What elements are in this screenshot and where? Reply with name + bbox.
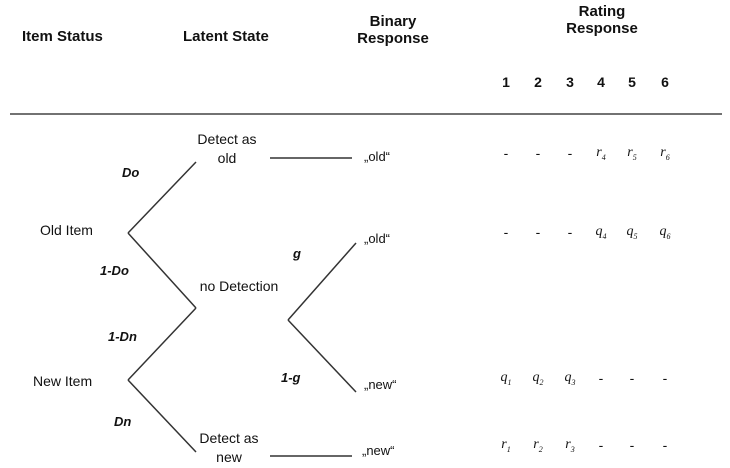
rating-cell: - [567,224,573,240]
header-latent-state: Latent State [183,28,269,45]
edge-label-g: g [293,246,301,261]
rating-cell: - [535,145,541,161]
rating-cell: r1 [501,437,511,454]
rating-cell: q1 [500,370,512,387]
binary-response-new-detect: „new“ [362,443,395,458]
node-old-item: Old Item [40,222,93,238]
branch-new-to-detect [127,379,197,453]
rating-cell: - [535,224,541,240]
branch-nodetect-to-old [287,242,357,321]
edge-label-1-dn: 1-Dn [108,329,137,344]
rating-cell: - [629,370,635,386]
branch-nodetect-to-new [287,319,357,393]
rating-cell: q4 [595,224,607,241]
rating-col-1: 1 [502,74,510,90]
binary-response-old-detect: „old“ [364,149,391,164]
edge-label-1-g: 1-g [281,370,301,385]
branch-old-to-nodetect [127,232,197,309]
edge-label-do: Do [122,165,140,180]
rating-cell: r6 [660,145,670,162]
rating-cell: q2 [532,370,544,387]
rating-col-6: 6 [661,74,669,90]
node-new-item: New Item [33,373,93,389]
header-item-status: Item Status [22,28,103,45]
branch-old-to-detect [127,161,197,234]
rating-cell: - [503,224,509,240]
rating-cell: q5 [626,224,638,241]
branch-new-to-nodetect [127,307,197,381]
edge-label-1-do: 1-Do [100,263,129,278]
rating-cell: - [662,370,668,386]
rating-col-3: 3 [566,74,574,90]
node-no-detection: no Detection [199,278,279,294]
rating-col-5: 5 [628,74,636,90]
header-binary-response: Binary Response [357,13,429,47]
rating-cell: r4 [596,145,606,162]
binary-response-old-guess: „old“ [364,231,391,246]
edge-label-dn: Dn [114,414,132,429]
rating-cell: q3 [564,370,576,387]
rating-cell: q6 [659,224,671,241]
rating-cell: r2 [533,437,543,454]
node-detect-as-old: Detect as old [197,131,257,166]
rating-cell: - [503,145,509,161]
rating-cell: - [598,370,604,386]
rating-cell: r3 [565,437,575,454]
node-detect-as-new: Detect as new [199,430,259,465]
rating-col-4: 4 [597,74,605,90]
rating-cell: - [662,437,668,453]
binary-response-new-guess: „new“ [364,377,397,392]
rating-cell: - [598,437,604,453]
rating-col-2: 2 [534,74,542,90]
rating-cell: - [567,145,573,161]
rating-cell: - [629,437,635,453]
rating-cell: r5 [627,145,637,162]
header-rating-response: Rating Response [566,3,638,37]
